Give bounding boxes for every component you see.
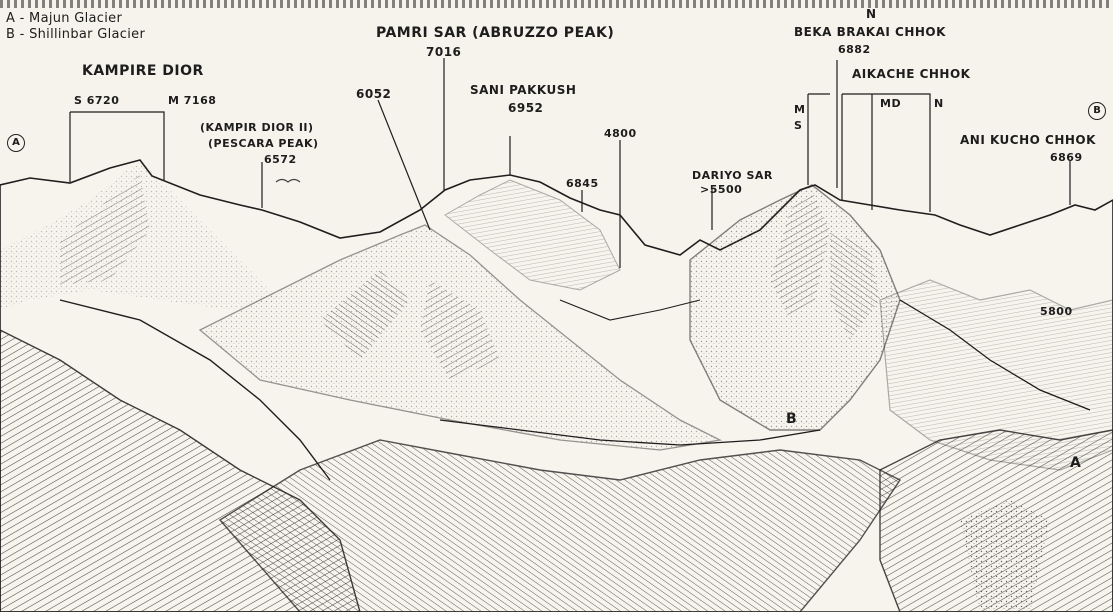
beka-brakai-height: 6882 [838, 43, 871, 56]
ridge-line-2 [439, 419, 821, 446]
pamri-hatch-a [320, 270, 410, 360]
beka-hatch-2 [830, 230, 880, 340]
peak-5800: 5800 [1040, 305, 1073, 318]
dariyo-sar-label: DARIYO SAR [692, 169, 773, 182]
kampir-dior-2-label: (KAMPIR DIOR II) [200, 121, 314, 134]
legend-b: B - Shillinbar Glacier [6, 27, 146, 42]
legend-a: A - Majun Glacier [6, 11, 123, 26]
peak-6052: 6052 [356, 87, 392, 101]
glacier-a-marker: A [1070, 455, 1082, 471]
peak-6845: 6845 [566, 177, 599, 190]
ms-m: M [794, 103, 806, 116]
circle-marker-b: B [1088, 102, 1106, 120]
sani-pakkush-height: 6952 [508, 101, 544, 115]
pamri-sar-height: 7016 [426, 45, 462, 59]
circle-marker-a: A [7, 134, 25, 152]
pescara-peak-label: (PESCARA PEAK) [208, 137, 319, 150]
leader-lines [69, 58, 1071, 268]
sani-pakkush-slope [444, 179, 621, 291]
aikache-n: N [934, 97, 944, 110]
aikache-chhok-label: AIKACHE CHHOK [852, 67, 971, 81]
ms-s: S [794, 119, 803, 132]
ridge-line-4 [559, 299, 701, 321]
kampire-m-height: M 7168 [168, 94, 217, 107]
kampire-hatch [60, 175, 150, 285]
sani-pakkush-label: SANI PAKKUSH [470, 83, 577, 97]
kampire-dior-label: KAMPIRE DIOR [82, 63, 204, 79]
peak-4800: 4800 [604, 127, 637, 140]
foreground-streambed [960, 500, 1050, 612]
bird-icon [275, 178, 301, 183]
north-marker: N [866, 7, 877, 21]
ani-kucho-label: ANI KUCHO CHHOK [960, 133, 1096, 147]
ridge-line-1 [59, 299, 331, 481]
glacier-b-marker: B [786, 411, 798, 427]
right-ridge [879, 279, 1113, 471]
pamri-hatch-b [420, 280, 500, 380]
pamri-sar-label: PAMRI SAR (ABRUZZO PEAK) [376, 25, 615, 41]
pescara-height: 6572 [264, 153, 297, 166]
aikache-md: MD [880, 97, 902, 110]
ridge-line-3 [899, 299, 1091, 411]
ani-kucho-height: 6869 [1050, 151, 1083, 164]
kampire-s-height: S 6720 [74, 94, 120, 107]
beka-hatch [770, 190, 830, 320]
beka-brakai-label: BEKA BRAKAI CHHOK [794, 25, 946, 39]
top-border-strip [0, 0, 1113, 8]
foreground-mid [218, 439, 902, 612]
dariyo-sar-height: >5500 [700, 183, 743, 196]
